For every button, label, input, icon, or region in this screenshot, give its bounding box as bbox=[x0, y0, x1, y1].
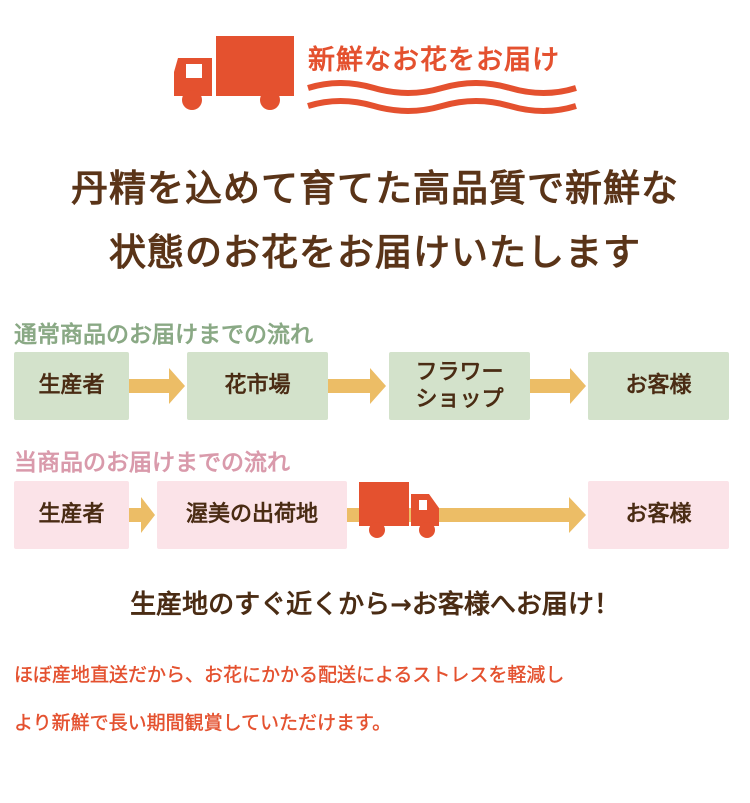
normal-step-producer: 生産者 bbox=[14, 352, 129, 420]
note-line-1: ほぼ産地直送だから、お花にかかる配送によるストレスを軽減し bbox=[14, 664, 565, 686]
shop-line-1: フラワー bbox=[415, 359, 504, 385]
this-flow-title: 当商品のお届けまでの流れ bbox=[14, 450, 290, 476]
normal-step-customer: お客様 bbox=[588, 352, 729, 420]
this-step-atsumi: 渥美の出荷地 bbox=[157, 481, 347, 549]
truck-icon bbox=[174, 36, 294, 110]
normal-step-market: 花市場 bbox=[187, 352, 328, 420]
arrow-icon bbox=[129, 497, 155, 533]
arrow-icon bbox=[129, 368, 185, 404]
shop-line-2: ショップ bbox=[415, 387, 504, 412]
long-arrow-icon bbox=[347, 497, 586, 533]
normal-step-shop: フラワーショップ bbox=[389, 352, 530, 420]
this-step-customer: お客様 bbox=[588, 481, 729, 549]
normal-flow-title: 通常商品のお届けまでの流れ bbox=[14, 322, 313, 348]
arrow-icon bbox=[530, 368, 586, 404]
wave-decoration bbox=[307, 80, 577, 114]
tagline: 生産地のすぐ近くから→お客様へお届け！ bbox=[130, 590, 620, 620]
arrow-icon bbox=[328, 368, 386, 404]
truck-icon bbox=[359, 482, 439, 538]
headline-line-2: 状態のお花をお届けいたします bbox=[109, 231, 641, 274]
this-step-producer: 生産者 bbox=[14, 481, 129, 549]
banner-title: 新鮮なお花をお届け bbox=[308, 45, 560, 76]
note-line-2: より新鮮で長い期間観賞していただけます。 bbox=[14, 712, 392, 734]
headline-line-1: 丹精を込めて育てた高品質で新鮮な bbox=[71, 167, 679, 210]
